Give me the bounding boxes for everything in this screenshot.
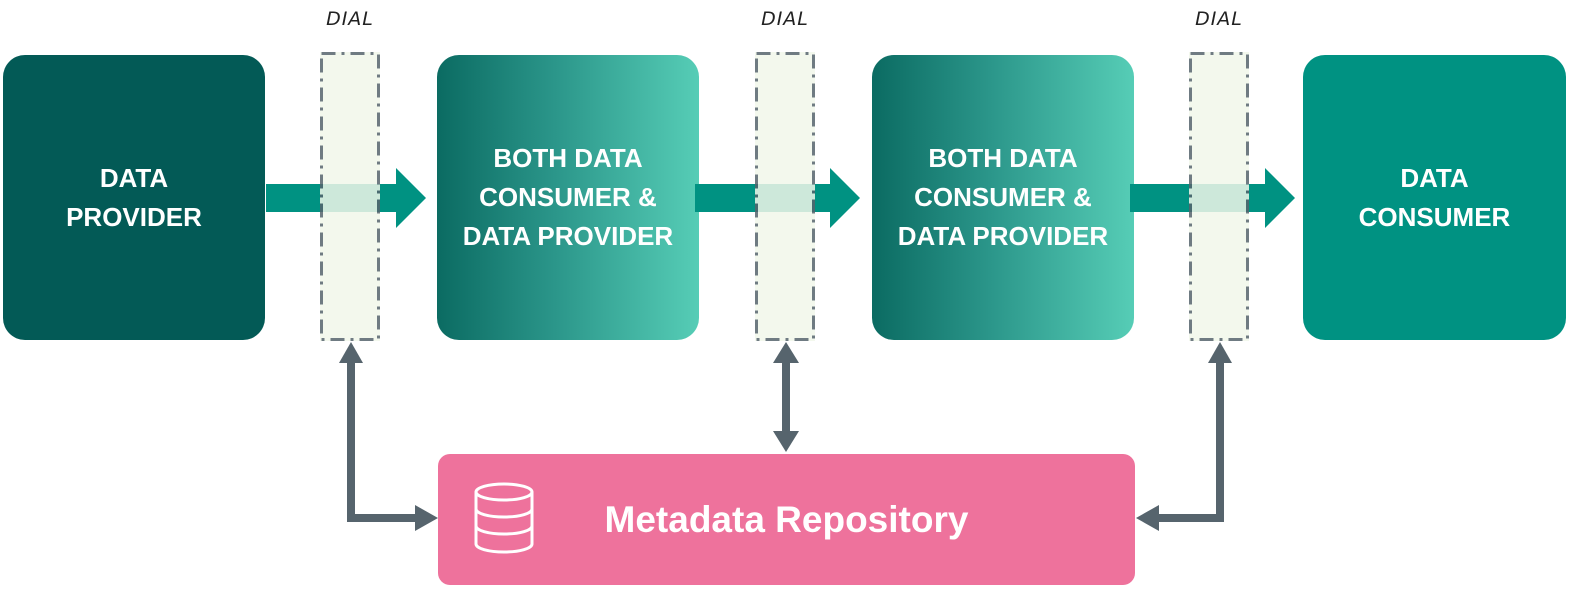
dial-label-1: DIAL	[326, 8, 374, 30]
dial-zone-3	[1189, 52, 1249, 341]
connector-left	[339, 342, 438, 531]
database-icon	[474, 482, 534, 554]
connector-middle	[773, 342, 799, 452]
dial-zone-2	[755, 52, 815, 341]
consumer-provider-box-1: BOTH DATA CONSUMER & DATA PROVIDER	[437, 55, 699, 340]
dial-zone-1	[320, 52, 380, 341]
repository-title: Metadata Repository	[604, 498, 969, 540]
data-provider-box: DATA PROVIDER	[3, 55, 265, 340]
dial-label-3: DIAL	[1195, 8, 1243, 30]
dial-label-2: DIAL	[761, 8, 809, 30]
consumer-provider-label-1: BOTH DATA CONSUMER & DATA PROVIDER	[462, 143, 674, 251]
metadata-repository-box: Metadata Repository	[438, 454, 1135, 585]
data-consumer-label: DATA CONSUMER	[1358, 162, 1511, 232]
data-consumer-box: DATA CONSUMER	[1303, 55, 1566, 340]
connector-right	[1136, 342, 1232, 531]
data-provider-label: DATA PROVIDER	[66, 162, 202, 232]
consumer-provider-label-2: BOTH DATA CONSUMER & DATA PROVIDER	[897, 143, 1109, 251]
consumer-provider-box-2: BOTH DATA CONSUMER & DATA PROVIDER	[872, 55, 1134, 340]
